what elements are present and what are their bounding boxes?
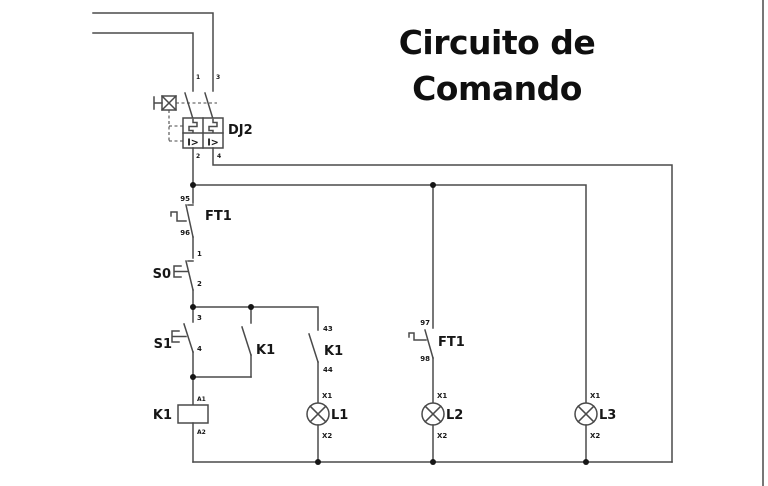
terminal-number: 96 bbox=[180, 229, 190, 237]
terminal-number: 95 bbox=[180, 195, 190, 203]
terminal-number: X2 bbox=[590, 432, 600, 440]
terminal-number: 4 bbox=[197, 345, 202, 353]
lamp-l1-label: L1 bbox=[331, 408, 348, 423]
thermal-release-icon bbox=[408, 332, 427, 341]
right-return-rail bbox=[212, 147, 673, 463]
overload-no-contact: 97 FT1 98 bbox=[408, 184, 465, 404]
pushbutton-actuator-icon bbox=[173, 265, 189, 278]
breaker-terminal: 4 bbox=[217, 153, 221, 160]
diagram-title-line2: Comando bbox=[412, 69, 582, 108]
stop-button-label: S0 bbox=[153, 267, 171, 282]
contactor-coil-symbol: A1 K1 A2 bbox=[153, 376, 209, 463]
lamp-l3-label: L3 bbox=[599, 408, 616, 423]
aux-contact-label: K1 bbox=[324, 344, 343, 359]
terminal-number: X2 bbox=[322, 432, 332, 440]
contactor-coil-label: K1 bbox=[153, 408, 172, 423]
terminal-number: 97 bbox=[420, 319, 430, 327]
coil-icon bbox=[177, 404, 209, 424]
breaker-terminal: 2 bbox=[196, 153, 200, 160]
magnetic-trip-label: I> bbox=[187, 138, 199, 149]
contact-blade bbox=[185, 260, 194, 291]
start-button-label: S1 bbox=[154, 337, 172, 352]
breaker-terminal: 1 bbox=[196, 74, 200, 81]
thermal-element-icon bbox=[208, 118, 218, 134]
breaker-contact-left bbox=[184, 92, 194, 120]
lamp-l1-symbol: X1 L1 X2 bbox=[306, 392, 348, 463]
terminal-number: X2 bbox=[437, 432, 447, 440]
aux-contact-symbol: 43 K1 44 bbox=[308, 325, 343, 404]
terminal-number: X1 bbox=[322, 392, 332, 400]
magnetic-trip-label: I> bbox=[207, 138, 219, 149]
lamp-l3-symbol: X1 L3 X2 bbox=[574, 392, 616, 463]
pushbutton-actuator-icon bbox=[171, 330, 187, 343]
stop-button-symbol: 1 2 S0 bbox=[153, 250, 202, 308]
terminal-number: 44 bbox=[323, 366, 333, 374]
overload-nc-contact: 95 96 FT1 bbox=[170, 195, 232, 259]
terminal-number: X1 bbox=[437, 392, 447, 400]
terminal-number: 1 bbox=[197, 250, 202, 258]
terminal-number: 2 bbox=[197, 280, 202, 288]
overload-no-label: FT1 bbox=[438, 335, 465, 350]
terminal-number: A2 bbox=[197, 429, 206, 436]
pilot-branch-rail bbox=[192, 184, 587, 404]
breaker-label: DJ2 bbox=[228, 123, 253, 138]
diagram-title-line1: Circuito de bbox=[398, 23, 596, 62]
rails bbox=[192, 0, 764, 486]
lamp-l2-label: L2 bbox=[446, 408, 463, 423]
breaker-contact-right bbox=[204, 92, 214, 120]
branch-top-wire bbox=[192, 306, 319, 331]
seal-in-contact-label: K1 bbox=[256, 343, 275, 358]
motor-breaker-symbol: I> I> 1 3 2 4 DJ2 bbox=[153, 74, 253, 160]
overload-nc-label: FT1 bbox=[205, 209, 232, 224]
contact-blade bbox=[424, 329, 434, 359]
start-button-symbol: 3 4 S1 bbox=[154, 306, 319, 378]
contact-blade bbox=[185, 204, 194, 238]
thermal-release-icon bbox=[170, 211, 187, 222]
breaker-terminal: 3 bbox=[216, 74, 220, 81]
diagram-title: Circuito de Comando bbox=[372, 20, 622, 112]
contact-blade bbox=[183, 323, 194, 353]
terminal-number: X1 bbox=[590, 392, 600, 400]
thermal-element-icon bbox=[188, 118, 198, 134]
lamp-l2-symbol: X1 L2 X2 bbox=[421, 392, 463, 463]
terminal-number: 98 bbox=[420, 355, 430, 363]
junction-dots bbox=[190, 182, 589, 465]
seal-in-contact-symbol: K1 bbox=[241, 306, 275, 378]
terminal-number: 43 bbox=[323, 325, 333, 333]
breaker-handle-icon bbox=[153, 96, 163, 110]
supply-wires bbox=[92, 12, 214, 92]
contact-blade bbox=[241, 326, 252, 356]
terminal-number: A1 bbox=[197, 396, 206, 403]
terminal-number: 3 bbox=[197, 314, 202, 322]
contact-blade bbox=[308, 333, 319, 363]
